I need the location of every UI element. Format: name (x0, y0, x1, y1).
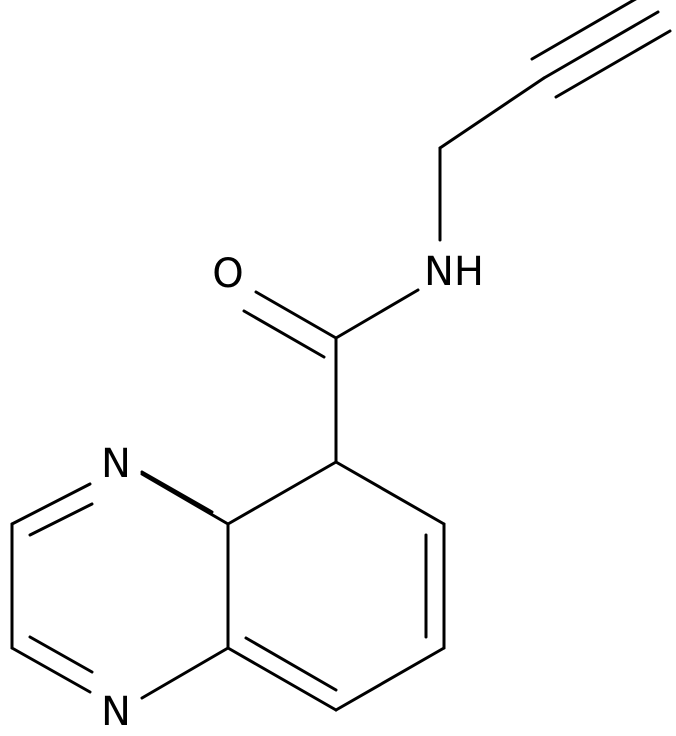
oxygen-label: O (212, 251, 243, 297)
bond-nh-carbonyl (334, 288, 420, 340)
carbonyl-double-bond (242, 290, 338, 359)
bond-n4-c3 (10, 482, 92, 526)
bond-c8-c8a-inner (244, 636, 338, 692)
benzo-ring (226, 460, 446, 712)
bond-alkyne-3 (554, 29, 672, 99)
bond-c4a-n4-inner (140, 470, 214, 514)
ring-n-bottom-label: N (101, 689, 131, 735)
bond-alkyne-2 (530, 0, 637, 61)
bond-n1-c8a (140, 646, 230, 700)
bond-c2-n1 (10, 646, 92, 694)
bond-c5-c6 (334, 460, 446, 526)
ring-n-top-label: N (101, 441, 131, 487)
bond-c4a-n4 (140, 472, 230, 526)
bond-carbonyl-1 (254, 290, 338, 340)
pyrazine-ring (10, 470, 230, 700)
bond-n4-c3-inner (28, 502, 94, 537)
alkyne-triple-bond (530, 0, 672, 99)
bond-c8-c8a (226, 646, 338, 712)
bond-c7-c8 (334, 646, 446, 712)
bond-ch2-alkyne (438, 76, 546, 150)
bond-c2-n1-inner (28, 635, 94, 674)
bond-alkyne-1 (542, 10, 660, 80)
bond-c5-c4a (226, 460, 338, 526)
amide-nh-label: NH (424, 249, 484, 295)
bond-carbonyl-2 (242, 309, 326, 359)
